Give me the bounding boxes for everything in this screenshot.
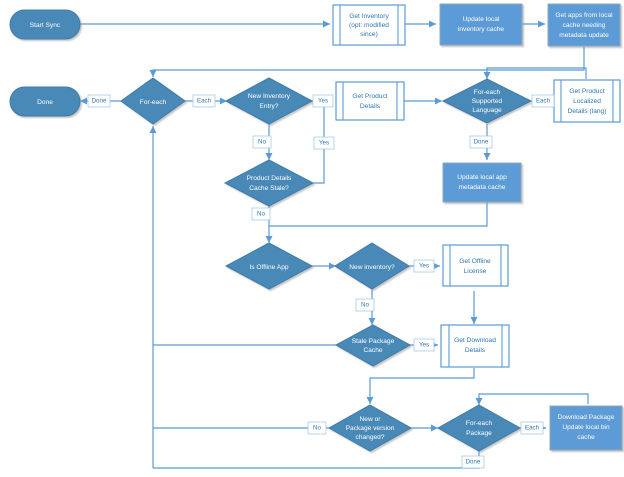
edge-label-yes-newentry: Yes [312,94,334,108]
node-offline-license-line2: License [464,268,487,275]
edge-label-yes-stalepkg: Yes [413,338,435,352]
node-foreach-package-line2: Package [466,430,492,437]
node-stalepkg-line2: Cache [363,347,382,354]
node-updateappmeta-line2: metadata cache [459,184,506,191]
edge-label-each-lang: Each [531,94,555,108]
edge-localized-loopback [483,67,587,79]
edge-updateappmeta-to-isoffline [269,202,488,227]
node-update-local-inventory-cache[interactable]: Update local inventory cache [439,3,523,46]
node-localized-line1: Get Product [569,88,604,95]
node-get-apps-line1: Get apps from local [555,12,613,19]
edge-labels: Done Each Yes No Each Done [87,94,555,469]
node-new-inventory[interactable]: New inventory? [334,242,410,290]
node-updateappmeta-line1: Update local app [457,174,507,181]
node-cachestale-line2: Cache Stale? [249,185,289,192]
node-is-offline-app-label: Is Offline App [249,264,288,271]
edge-label-no-cachestale: No [251,207,271,221]
edge-label-no-newinv: No [355,298,375,312]
node-update-local-inventory-cache-line1: Update local [463,16,500,23]
edge-foreachpkg-done-to-returnrail [153,451,480,469]
node-localized-line2: Localized [573,98,601,105]
node-download-package-line3: cache [577,434,595,441]
node-download-package[interactable]: Download Package Update local bin cache [549,405,623,451]
node-get-product-localized-details[interactable]: Get Product Localized Details (lang) [553,79,621,123]
edge-label-done-lang-text: Done [474,139,489,146]
node-new-inventory-entry-line1: New Inventory [248,93,291,100]
node-new-inventory-label: New inventory? [349,264,395,271]
edge-label-no-pkgchanged-text: No [313,425,321,432]
edge-label-yes-newinv-text: Yes [419,263,429,270]
edge-label-each-foreach-text: Each [197,98,212,105]
edge-downloaddetails-to-pkgchanged [366,368,475,404]
edge-label-no-pkgchanged: No [307,421,327,435]
node-pkgchanged-line1: New or [360,416,382,423]
edge-label-each-lang-text: Each [536,98,551,105]
node-get-offline-license[interactable]: Get Offline License [442,244,509,287]
edge-label-each-pkg: Each [520,421,544,435]
node-offline-license-line1: Get Offline [459,258,491,265]
node-foreach-lang-line2: Supported [472,98,503,105]
node-new-inventory-entry[interactable]: New Inventory Entry? [224,77,314,125]
node-download-package-line2: Update local bin [562,424,610,431]
edge-label-no-newinv-text: No [361,302,369,309]
node-get-inventory-line2: (opt: modified [349,22,389,29]
edge-downloadpkg-loopback [475,393,589,405]
node-update-local-app-metadata-cache[interactable]: Update local app metadata cache [442,162,522,203]
edge-label-done-foreach: Done [87,94,111,108]
edge-label-yes-stalepkg-text: Yes [419,342,429,349]
node-foreach-lang-line3: Language [472,107,502,114]
edge-label-yes-newentry-text: Yes [318,98,328,105]
node-for-each-supported-language[interactable]: For-each Supported Language [441,78,533,124]
node-get-product-details-line2: Details [360,103,381,110]
node-for-each-package[interactable]: For-each Package [436,404,522,452]
node-get-inventory[interactable]: Get Inventory (opt: modified since) [332,4,406,46]
node-stale-package-cache[interactable]: Stale Package Cache [334,324,412,367]
edge-label-done-foreach-text: Done [92,98,107,105]
node-stalepkg-line1: Stale Package [352,338,395,345]
edge-label-no-newentry-text: No [258,139,266,146]
node-get-product-details-line1: Get Product [352,93,387,100]
edge-getapps-to-foreach [149,46,585,77]
node-get-inventory-line3: since) [360,31,378,38]
node-download-details-line1: Get Download [454,337,496,344]
edge-label-no-newentry: No [252,135,272,149]
node-cachestale-line1: Product Details [247,175,292,182]
node-start-sync[interactable]: Start Sync [9,9,81,40]
edge-label-no-cachestale-text: No [257,211,265,218]
node-get-inventory-line1: Get Inventory [349,13,389,20]
node-pkgchanged-line2: Package version [346,425,395,432]
node-download-package-line1: Download Package [558,414,615,421]
node-is-offline-app[interactable]: Is Offline App [224,242,314,290]
edge-label-yes-cachestale: Yes [313,136,335,150]
node-done[interactable]: Done [9,86,81,117]
edge-label-yes-newinv: Yes [413,259,435,273]
edge-label-each-pkg-text: Each [525,425,540,432]
node-update-local-inventory-cache-line2: inventory cache [458,26,505,33]
node-get-apps-line2: cache needing [563,22,606,29]
node-new-inventory-entry-line2: Entry? [259,103,278,110]
edge-label-yes-cachestale-text: Yes [319,140,329,147]
node-done-label: Done [37,99,53,106]
edge-label-each-foreach: Each [192,94,216,108]
node-new-or-package-version-changed[interactable]: New or Package version changed? [327,404,413,452]
node-get-apps-line3: metadata update [559,32,609,39]
node-download-details-line2: Details [465,347,486,354]
node-foreach-package-line1: For-each [466,420,493,427]
node-get-apps-from-local-cache[interactable]: Get apps from local cache needing metada… [547,3,621,47]
node-get-product-details[interactable]: Get Product Details [335,81,405,121]
node-for-each-label: For-each [140,99,167,106]
edge-label-done-lang: Done [469,135,493,149]
edge-label-done-pkg-text: Done [466,459,481,466]
node-localized-line3: Details (lang) [568,108,607,115]
node-get-download-details[interactable]: Get Download Details [440,324,510,368]
node-pkgchanged-line3: changed? [356,434,385,441]
edge-label-done-pkg: Done [461,455,485,469]
node-start-sync-label: Start Sync [30,22,61,29]
node-foreach-lang-line1: For-each [474,89,501,96]
node-for-each[interactable]: For-each [120,77,186,125]
edge-cachestale-yes-to-productdetails [313,101,325,184]
node-product-details-cache-stale[interactable]: Product Details Cache Stale? [223,159,315,207]
